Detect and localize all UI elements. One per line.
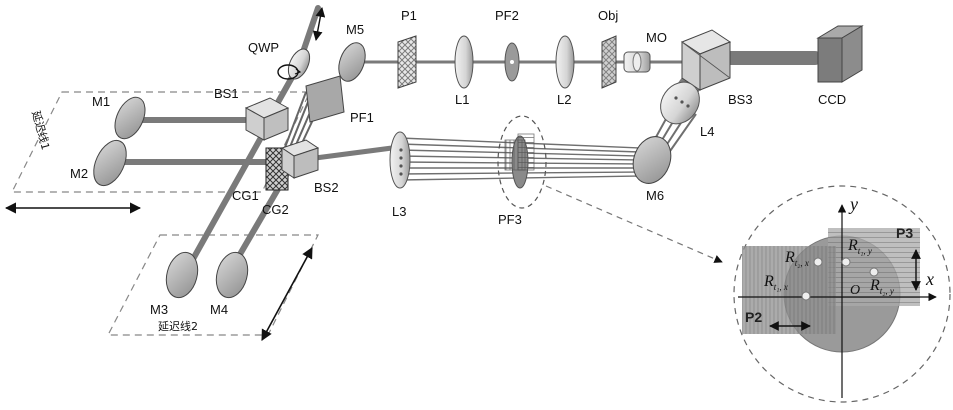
lens-l3 — [390, 132, 410, 188]
label-l2: L2 — [557, 92, 571, 107]
label-l3: L3 — [392, 204, 406, 219]
mirror-m4 — [212, 249, 253, 301]
label-m6: M6 — [646, 188, 664, 203]
label-pf3: PF3 — [498, 212, 522, 227]
label-pf1: PF1 — [350, 110, 374, 125]
beam-splitter-bs1 — [246, 98, 288, 140]
spot-t2x — [814, 258, 822, 266]
label-bs1: BS1 — [214, 86, 239, 101]
inset-label-origin: O — [850, 283, 860, 298]
label-ccd: CCD — [818, 92, 846, 107]
inset-connector — [546, 186, 722, 262]
polarizer-p1 — [398, 36, 416, 88]
inset-label-p2: P2 — [745, 309, 762, 325]
label-l4: L4 — [700, 124, 714, 139]
microscope-objective-mo — [624, 52, 650, 72]
delay-line-2-box — [108, 235, 318, 335]
qwp-waveplate — [278, 46, 314, 83]
pinhole-filter-pf2 — [505, 43, 519, 81]
label-delay-line-2: 延迟线2 — [158, 319, 198, 333]
camera-ccd — [818, 26, 862, 82]
inset-label-p3: P3 — [896, 225, 913, 241]
label-l1: L1 — [455, 92, 469, 107]
label-p1: P1 — [401, 8, 417, 23]
spot-t1y — [842, 258, 850, 266]
label-obj: Obj — [598, 8, 618, 23]
inset-label-y: y — [848, 194, 858, 214]
label-m2: M2 — [70, 166, 88, 181]
beam-splitter-bs3 — [682, 30, 730, 90]
label-cg2: CG2 — [262, 202, 289, 217]
label-delay-line-1: 延迟线1 — [29, 109, 53, 151]
delay-line-2-arrow — [262, 248, 312, 340]
label-m4: M4 — [210, 302, 228, 317]
object-obj — [602, 36, 616, 88]
filter-pf3 — [505, 134, 534, 188]
lens-l1 — [455, 36, 473, 88]
spot-t2y — [870, 268, 878, 276]
label-bs2: BS2 — [314, 180, 339, 195]
label-qwp: QWP — [248, 40, 279, 55]
label-bs3: BS3 — [728, 92, 753, 107]
label-m1: M1 — [92, 94, 110, 109]
label-cg1: CG1 — [232, 188, 259, 203]
spot-t1x — [802, 292, 810, 300]
beam-splitter-bs2 — [282, 140, 318, 178]
inset-label-x: x — [925, 269, 934, 289]
label-m3: M3 — [150, 302, 168, 317]
label-m5: M5 — [346, 22, 364, 37]
filter-pf1 — [306, 76, 344, 122]
label-pf2: PF2 — [495, 8, 519, 23]
lens-l2 — [556, 36, 574, 88]
inset-detail — [734, 186, 950, 402]
label-mo: MO — [646, 30, 667, 45]
